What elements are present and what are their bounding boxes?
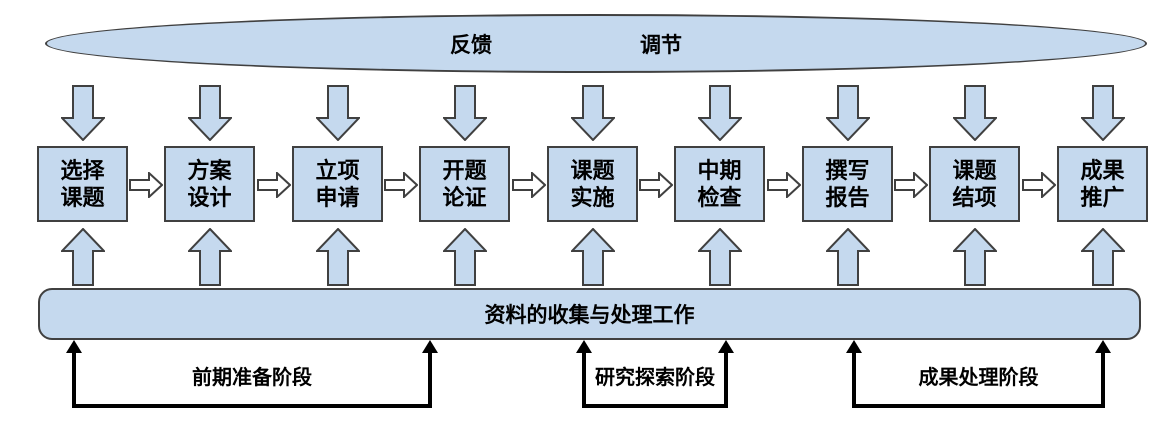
bracket-line: [582, 349, 728, 408]
flow-step-label: 撰写 报告: [825, 158, 870, 210]
flow-column-9: 成果 推广: [1057, 85, 1148, 288]
right-arrow-icon: [894, 172, 928, 198]
up-arrow-icon: [315, 228, 360, 286]
flow-step-label: 课题 实施: [570, 158, 615, 210]
up-arrow-icon: [442, 228, 487, 286]
flow-step-box: 课题 实施: [547, 146, 638, 222]
flow-step-label: 成果 推广: [1080, 158, 1125, 210]
flow-step-label: 开题 论证: [442, 158, 487, 210]
flow-step-label: 中期 检查: [697, 158, 742, 210]
flow-step-box: 开题 论证: [419, 146, 510, 222]
flow-step-box: 方案 设计: [164, 146, 255, 222]
flow-step-box: 课题 结项: [929, 146, 1020, 222]
adjust-label: 调节: [640, 33, 682, 57]
phase-bracket-exploration: 研究探索阶段: [576, 340, 734, 408]
flow-column-1: 选择 课题: [37, 85, 128, 288]
phase-label: 研究探索阶段: [595, 367, 715, 389]
right-arrow-icon: [384, 172, 418, 198]
up-arrow-icon: [570, 228, 615, 286]
down-arrow-icon: [1080, 85, 1125, 141]
feedback-label: 反馈: [450, 33, 492, 57]
feedback-ellipse: 反馈 调节: [45, 14, 1147, 73]
flow-column-8: 课题 结项: [929, 85, 1020, 288]
down-arrow-icon: [570, 85, 615, 141]
up-arrow-icon: [1080, 228, 1125, 286]
up-arrowhead-icon: [422, 340, 438, 353]
flow-column-3: 立项 申请: [292, 85, 383, 288]
flow-column-5: 课题 实施: [547, 85, 638, 288]
phase-bracket-results: 成果处理阶段: [846, 340, 1111, 408]
up-arrowhead-icon: [718, 340, 734, 353]
right-arrow-icon: [767, 172, 801, 198]
up-arrow-icon: [697, 228, 742, 286]
up-arrowhead-icon: [846, 340, 862, 353]
down-arrow-icon: [825, 85, 870, 141]
phase-label: 成果处理阶段: [918, 367, 1039, 389]
flow-step-box: 选择 课题: [37, 146, 128, 222]
up-arrow-icon: [825, 228, 870, 286]
flow-step-label: 课题 结项: [952, 158, 997, 210]
down-arrow-icon: [187, 85, 232, 141]
right-arrow-icon: [257, 172, 291, 198]
flow-step-label: 方案 设计: [187, 158, 232, 210]
down-arrow-icon: [60, 85, 105, 141]
flow-column-4: 开题 论证: [419, 85, 510, 288]
flow-step-box: 撰写 报告: [802, 146, 893, 222]
right-arrow-icon: [512, 172, 546, 198]
bracket-line: [72, 349, 432, 408]
right-arrow-icon: [129, 172, 163, 198]
flow-step-box: 立项 申请: [292, 146, 383, 222]
up-arrowhead-icon: [1095, 340, 1111, 353]
data-collection-label: 资料的收集与处理工作: [484, 304, 695, 327]
flow-step-label: 立项 申请: [315, 158, 360, 210]
up-arrowhead-icon: [576, 340, 592, 353]
right-arrow-icon: [639, 172, 673, 198]
flow-column-2: 方案 设计: [164, 85, 255, 288]
flow-column-6: 中期 检查: [674, 85, 765, 288]
phase-bracket-preparation: 前期准备阶段: [66, 340, 438, 408]
up-arrowhead-icon: [66, 340, 82, 353]
flow-step-box: 成果 推广: [1057, 146, 1148, 222]
right-arrow-icon: [1022, 172, 1056, 198]
up-arrow-icon: [60, 228, 105, 286]
up-arrow-icon: [952, 228, 997, 286]
phase-label: 前期准备阶段: [192, 367, 312, 389]
down-arrow-icon: [315, 85, 360, 141]
flow-step-box: 中期 检查: [674, 146, 765, 222]
flow-column-7: 撰写 报告: [802, 85, 893, 288]
data-collection-bar: 资料的收集与处理工作: [38, 288, 1141, 340]
bracket-line: [852, 349, 1105, 408]
flow-step-label: 选择 课题: [60, 158, 105, 210]
down-arrow-icon: [442, 85, 487, 141]
down-arrow-icon: [952, 85, 997, 141]
down-arrow-icon: [697, 85, 742, 141]
up-arrow-icon: [187, 228, 232, 286]
